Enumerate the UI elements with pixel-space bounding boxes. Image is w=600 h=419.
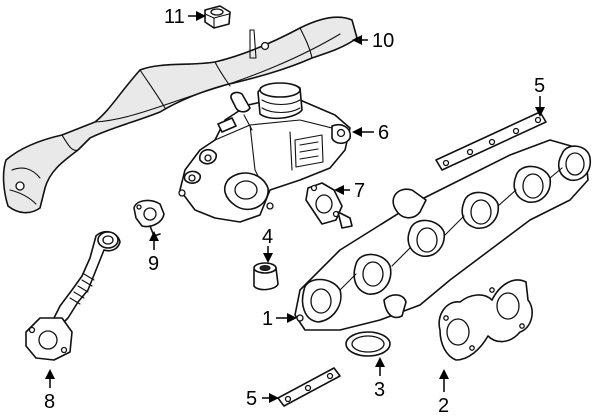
arrowhead-8 [45, 369, 55, 379]
bushing-part [253, 262, 279, 291]
callout-9: 9 [148, 253, 159, 275]
callout-2: 2 [438, 395, 449, 417]
ring-gasket-part [345, 331, 391, 357]
arrowhead-5-lower [269, 393, 279, 403]
tube-gasket-part [133, 199, 165, 237]
callout-4: 4 [262, 226, 273, 248]
arrowhead-6 [352, 127, 362, 137]
callout-5-lower: 5 [246, 388, 257, 410]
callout-numbers: 11 10 5 6 7 4 9 1 3 8 5 2 [44, 6, 545, 417]
cooler-gasket-part [305, 182, 353, 229]
heat-shield-part [2, 16, 358, 214]
callout-1: 1 [262, 308, 273, 330]
arrowhead-9 [149, 231, 159, 241]
callout-5-upper: 5 [534, 75, 545, 97]
arrowhead-3 [375, 357, 385, 367]
arrowhead-10 [352, 35, 362, 45]
arrowhead-5-upper [535, 107, 545, 117]
callout-leaders [45, 11, 545, 403]
arrowhead-1 [287, 313, 297, 323]
arrowhead-11 [196, 11, 206, 21]
egr-tube-part [25, 230, 121, 361]
strip-gasket-lower-part [277, 367, 341, 407]
arrowhead-4 [263, 253, 273, 263]
callout-6: 6 [378, 122, 389, 144]
callout-8: 8 [44, 391, 55, 413]
manifold-gasket-part [438, 279, 533, 361]
hex-nut-part [204, 5, 231, 29]
arrowhead-2 [439, 369, 449, 379]
callout-3: 3 [374, 379, 385, 401]
egr-cooler-part [178, 82, 352, 223]
callout-10: 10 [372, 30, 394, 52]
arrowhead-7 [334, 185, 344, 195]
callout-11: 11 [164, 6, 185, 28]
strip-gasket-upper-part [435, 111, 547, 171]
exhaust-manifold-part [294, 139, 592, 331]
callout-7: 7 [354, 180, 365, 202]
